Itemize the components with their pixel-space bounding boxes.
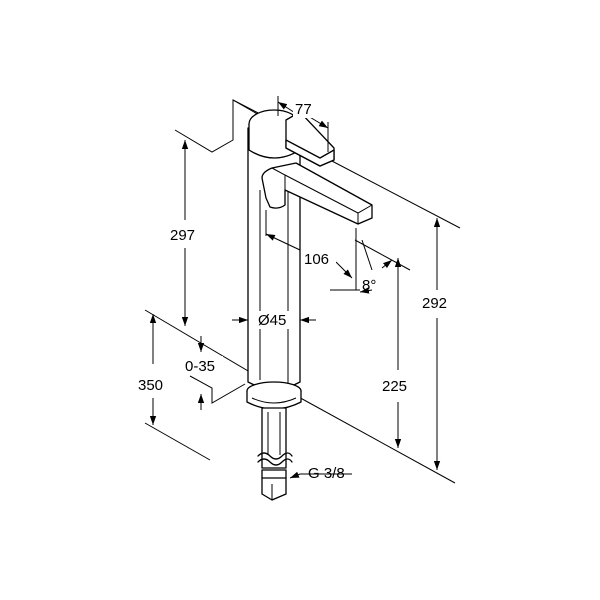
- label-connection: G 3/8: [308, 465, 345, 482]
- dimension-labels: 77 297 106 8° Ø45 0-35 350 225 292 G 3/8: [136, 100, 456, 482]
- label-body-diameter: Ø45: [258, 312, 286, 329]
- label-width-top: 77: [295, 101, 312, 118]
- label-height-total: 350: [138, 377, 163, 394]
- label-range-adjust: 0-35: [185, 358, 215, 375]
- label-height-overall: 292: [422, 295, 447, 312]
- label-spout-reach: 106: [304, 251, 329, 268]
- reference-lines: [144, 99, 461, 484]
- label-spout-angle: 8°: [362, 277, 376, 294]
- label-height-upper: 297: [170, 227, 195, 244]
- label-spout-height: 225: [382, 378, 407, 395]
- faucet-body: [246, 109, 373, 501]
